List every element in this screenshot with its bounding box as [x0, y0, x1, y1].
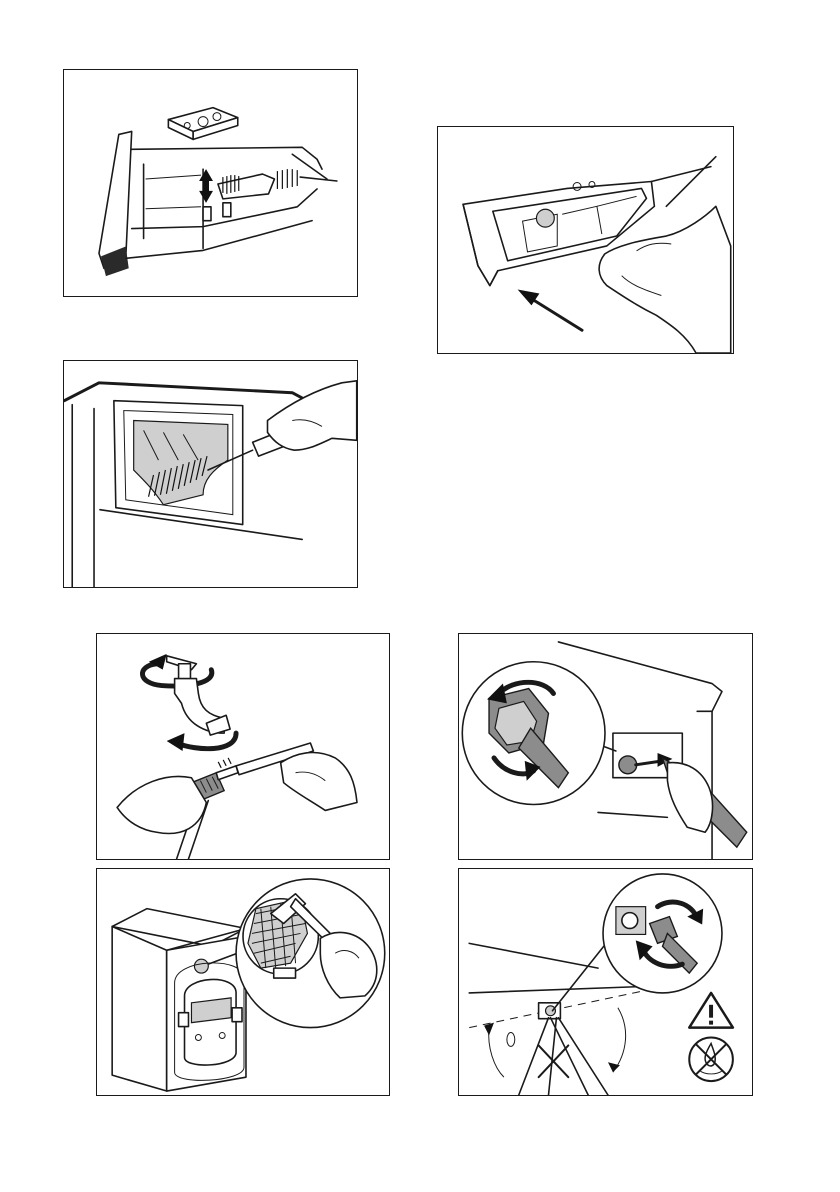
dispenser-drawer-remove-icon [438, 127, 733, 353]
inlet-filter-clean-icon [97, 869, 389, 1095]
figure-recess-brush [63, 360, 358, 588]
tap-hose-filter-brush-icon [97, 634, 389, 859]
dispenser-insert-brush-icon [64, 70, 357, 296]
figure-dispenser-insert [63, 69, 358, 297]
figure-inlet-filter-clean [96, 868, 390, 1096]
inlet-hose-unscrew-icon [459, 634, 752, 859]
hose-reconnect-warning-icon [459, 869, 752, 1095]
figure-tap-hose [96, 633, 390, 860]
figure-drawer-remove [437, 126, 734, 354]
figure-inlet-hose-unscrew [458, 633, 753, 860]
figure-hose-reconnect [458, 868, 753, 1096]
dispenser-recess-brush-icon [64, 361, 357, 587]
